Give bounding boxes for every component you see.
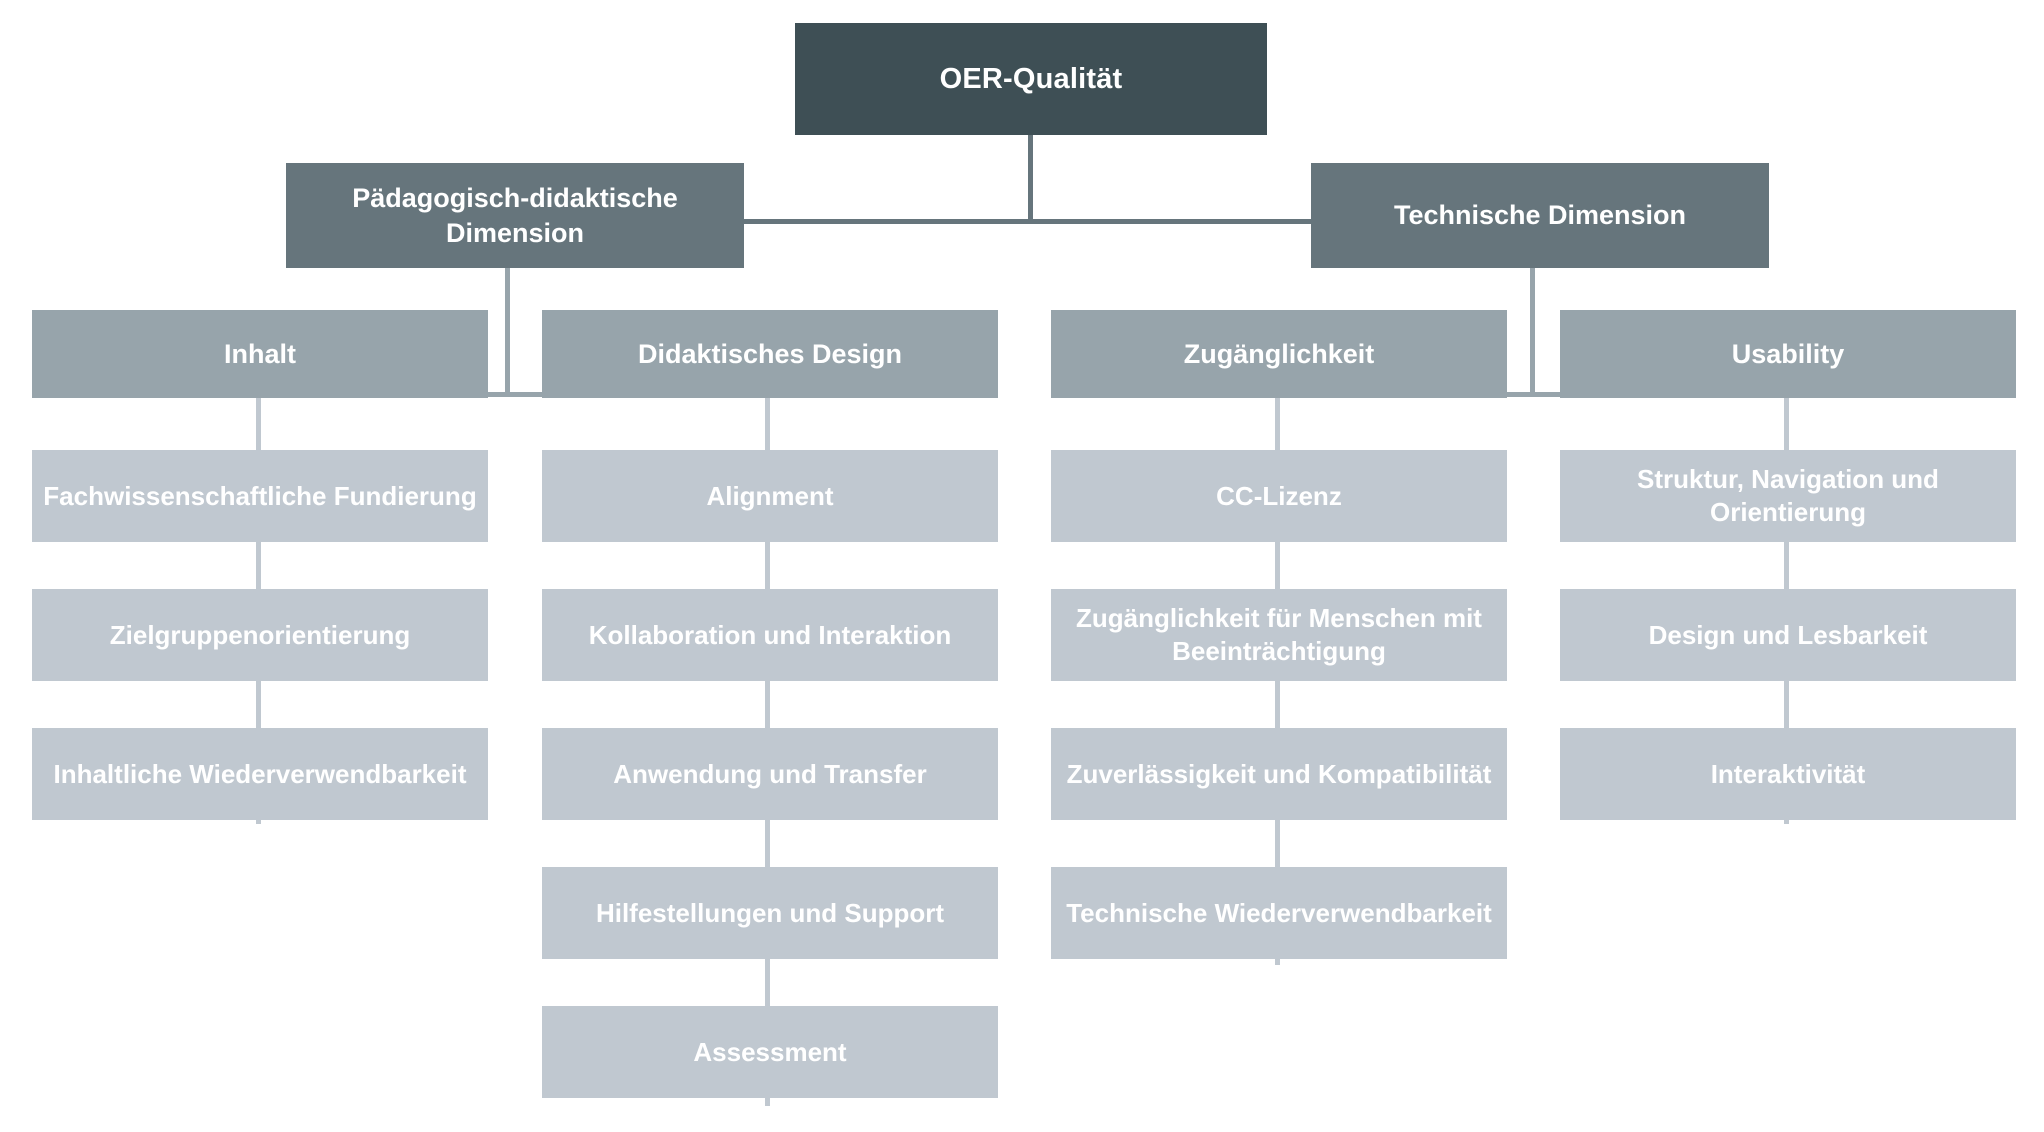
node-leaf-interaktivitaet[interactable]: Interaktivität (1560, 728, 2016, 820)
node-leaf-anwendung-und-transfer[interactable]: Anwendung und Transfer (542, 728, 998, 820)
connector-column-3-spine (1275, 398, 1280, 965)
node-leaf-struktur-navigation-und-orientierung[interactable]: Struktur, Navigation und Orientierung (1560, 450, 2016, 542)
node-category-zugaenglichkeit[interactable]: Zugänglichkeit (1051, 310, 1507, 398)
node-leaf-kollaboration-und-interaktion[interactable]: Kollaboration und Interaktion (542, 589, 998, 681)
connector-left-category-bus (258, 392, 764, 397)
node-leaf-design-und-lesbarkeit[interactable]: Design und Lesbarkeit (1560, 589, 2016, 681)
connector-dimension-bus (735, 219, 1330, 224)
connector-right-category-bus (1278, 392, 1784, 397)
node-leaf-fachwissenschaftliche-fundierung[interactable]: Fachwissenschaftliche Fundierung (32, 450, 488, 542)
node-leaf-cc-lizenz[interactable]: CC-Lizenz (1051, 450, 1507, 542)
node-dimension-technisch[interactable]: Technische Dimension (1311, 163, 1769, 268)
node-leaf-zuverlaessigkeit-und-kompatibilitaet[interactable]: Zuverlässigkeit und Kompatibilität (1051, 728, 1507, 820)
node-leaf-assessment[interactable]: Assessment (542, 1006, 998, 1098)
connector-root-stem (1028, 135, 1033, 221)
connector-right-dimension-stem (1530, 268, 1535, 394)
node-leaf-alignment[interactable]: Alignment (542, 450, 998, 542)
node-category-didaktisches-design[interactable]: Didaktisches Design (542, 310, 998, 398)
node-leaf-technische-wiederverwendbarkeit[interactable]: Technische Wiederverwendbarkeit (1051, 867, 1507, 959)
node-leaf-zielgruppenorientierung[interactable]: Zielgruppenorientierung (32, 589, 488, 681)
node-dimension-paedagogisch-didaktisch[interactable]: Pädagogisch-didaktische Dimension (286, 163, 744, 268)
node-leaf-hilfestellungen-und-support[interactable]: Hilfestellungen und Support (542, 867, 998, 959)
node-leaf-inhaltliche-wiederverwendbarkeit[interactable]: Inhaltliche Wiederverwendbarkeit (32, 728, 488, 820)
connector-left-dimension-stem (505, 268, 510, 394)
node-category-usability[interactable]: Usability (1560, 310, 2016, 398)
node-root-oer-qualitaet[interactable]: OER-Qualität (795, 23, 1267, 135)
node-leaf-zugaenglichkeit-fuer-menschen-mit-beeintraechtigung[interactable]: Zugänglichkeit für Menschen mit Beeinträ… (1051, 589, 1507, 681)
node-category-inhalt[interactable]: Inhalt (32, 310, 488, 398)
